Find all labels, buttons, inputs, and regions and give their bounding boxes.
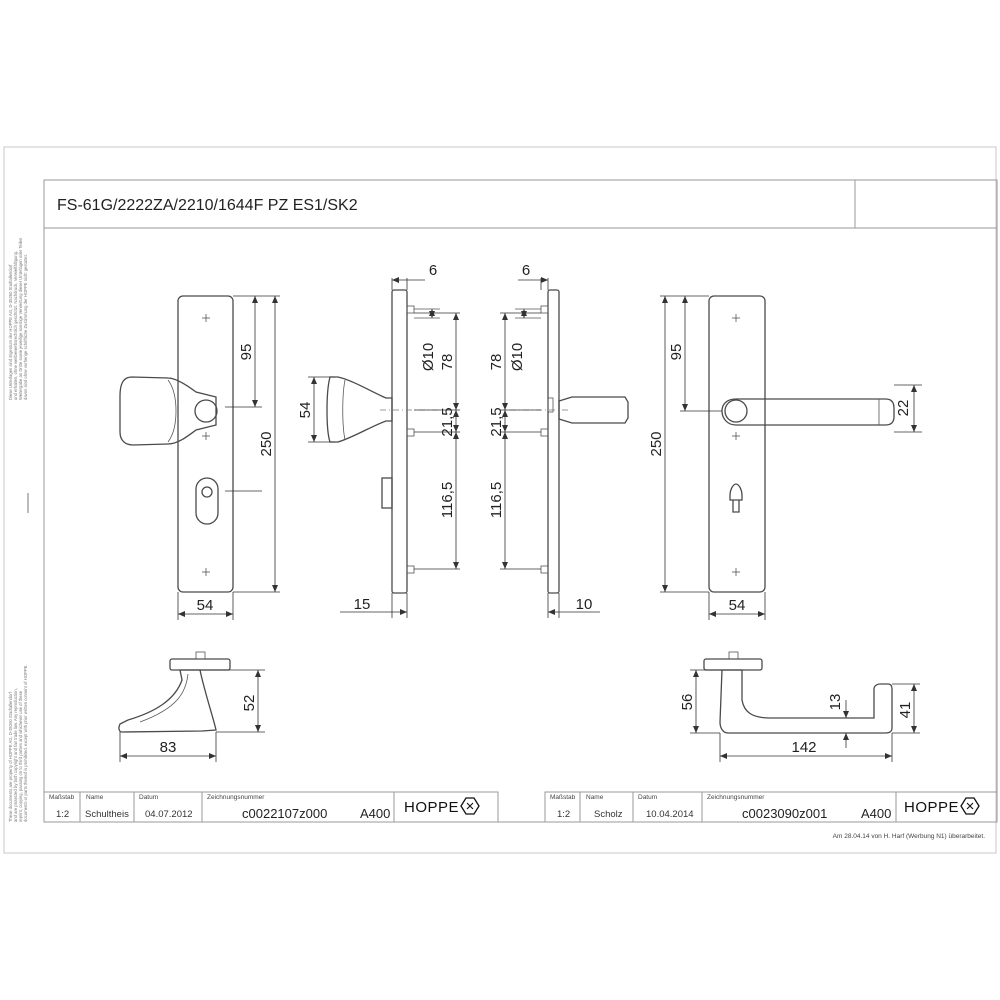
scale-value: 1:2 <box>557 809 570 820</box>
paper-format: A400 <box>861 806 891 821</box>
dim-54-left-plate: 54 <box>197 597 214 614</box>
drawing-date: 10.04.2014 <box>646 809 694 820</box>
dim-41: 41 <box>897 702 914 719</box>
lever-top-profile <box>719 669 893 734</box>
copyright-line: and are protected by both copyright and … <box>13 688 18 822</box>
copyright-note-top: Diese Unterlagen sind Eigentum der HOPPE… <box>8 237 28 400</box>
dim-13: 13 <box>827 694 844 711</box>
lever-spindle <box>547 397 554 413</box>
copyright-line: Diese Unterlagen sind Eigentum der HOPPE… <box>8 264 13 400</box>
screw-marks <box>202 314 210 576</box>
cylinder-profile <box>381 477 393 509</box>
top-plate <box>169 658 231 671</box>
side-plate <box>547 289 560 594</box>
copyright-line: reprint, copying, passing on to third pa… <box>18 690 23 822</box>
drawing-number: c0023090z001 <box>742 806 827 821</box>
drafter-name: Scholz <box>594 809 623 820</box>
dim-142: 142 <box>791 739 816 756</box>
drawing-number: c0022107z000 <box>242 806 327 821</box>
side-lever <box>558 396 629 424</box>
knob-top-profile <box>118 669 217 733</box>
knob-edge <box>167 379 177 443</box>
lever-handle <box>721 398 895 426</box>
drawing-frame <box>3 146 997 854</box>
dim-54-rose-left: 54 <box>297 402 314 419</box>
date-label: Datum <box>638 794 657 801</box>
number-label: Zeichnungsnummer <box>207 794 265 801</box>
dim-95-right: 95 <box>668 344 685 361</box>
top-plate <box>703 658 763 671</box>
dim-78-left: 78 <box>439 354 456 371</box>
dim-83: 83 <box>160 739 177 756</box>
rose-outline <box>194 399 218 423</box>
copyright-line: davon sind ohne vorherige schriftliche Z… <box>23 254 28 400</box>
drawing-date: 04.07.2012 <box>145 809 193 820</box>
dim-22-right: 22 <box>895 400 912 417</box>
hoppe-logo-text: HOPPE <box>904 799 959 816</box>
dim-diameter-10-right: Ø10 <box>509 343 526 371</box>
title-block-right: Maßstab Name Datum Zeichnungsnummer 1:2 … <box>544 791 998 823</box>
escutcheon-plate <box>177 295 234 593</box>
copyright-line: und erhalten, ohne weitbewerbsrechtlich … <box>13 251 18 400</box>
dim-250-left: 250 <box>258 431 275 456</box>
left-top-view: 52 83 <box>118 651 265 762</box>
side-fixing-studs <box>515 305 549 574</box>
dim-15-left: 15 <box>354 596 371 613</box>
dim-21-5-left: 21,5 <box>439 407 456 436</box>
name-label: Name <box>586 794 604 801</box>
side-knob <box>326 376 393 443</box>
cylinder-hole <box>201 486 213 498</box>
dim-6-left: 6 <box>429 262 437 279</box>
right-top-view: 56 41 13 142 <box>679 651 920 762</box>
dim-21-5-right: 21,5 <box>488 407 505 436</box>
dim-54-right-plate: 54 <box>729 597 746 614</box>
side-plate <box>391 289 408 594</box>
title-block-left: Maßstab Name Datum Zeichnungsnummer 1:2 … <box>43 791 499 823</box>
screw-marks <box>732 314 740 576</box>
right-front-view: 95 250 54 22 <box>648 295 922 620</box>
dim-116-5-right: 116,5 <box>488 482 505 518</box>
scale-label: Maßstab <box>49 794 75 801</box>
scale-value: 1:2 <box>56 809 69 820</box>
top-stud <box>195 651 206 660</box>
dim-diameter-10-left: Ø10 <box>420 343 437 371</box>
name-label: Name <box>86 794 104 801</box>
dim-52: 52 <box>241 695 258 712</box>
dim-250-right: 250 <box>648 431 665 456</box>
top-stud <box>728 651 739 660</box>
left-side-view: 6 Ø10 78 21,5 116,5 54 15 <box>297 262 460 618</box>
hoppe-logo-icon <box>460 797 480 815</box>
paper-format: A400 <box>360 806 390 821</box>
copyright-line: documents or parts thereof is prohibited… <box>23 664 28 822</box>
escutcheon-plate <box>708 295 766 593</box>
date-label: Datum <box>139 794 158 801</box>
revision-note: Am 28.04.14 von H. Harf (Werbung N1) übe… <box>833 833 986 840</box>
dim-6-right: 6 <box>522 262 530 279</box>
dim-78-right: 78 <box>488 354 505 371</box>
copyright-line: Weitergabe an Dritte sowie jeweilige son… <box>18 237 23 400</box>
knob-top-edge <box>139 673 189 723</box>
copyright-note-bottom: These documents are property of HOPPE AG… <box>8 664 28 822</box>
left-front-view: 95 250 54 <box>119 295 280 620</box>
dim-10-right: 10 <box>576 596 593 613</box>
scale-label: Maßstab <box>550 794 576 801</box>
right-side-view: 6 Ø10 78 21,5 116,5 10 <box>488 262 629 618</box>
hoppe-logo-text: HOPPE <box>404 799 459 816</box>
drafter-name: Schultheis <box>85 809 129 820</box>
dim-116-5-left: 116,5 <box>439 482 456 518</box>
hoppe-logo-icon <box>960 797 980 815</box>
dim-95-left: 95 <box>238 344 255 361</box>
knob-outline <box>119 376 217 446</box>
dim-56: 56 <box>679 694 696 711</box>
cylinder-cutout <box>195 477 219 525</box>
title-bar <box>43 179 998 229</box>
profile-cylinder-cutout <box>729 483 743 513</box>
drawing-title: FS-61G/2222ZA/2210/1644F PZ ES1/SK2 <box>57 197 358 214</box>
side-fixing-studs <box>406 305 440 574</box>
number-label: Zeichnungsnummer <box>707 794 765 801</box>
side-knob-edge <box>342 379 346 441</box>
copyright-line: These documents are property of HOPPE AG… <box>8 691 13 822</box>
rose-outline <box>724 399 748 423</box>
